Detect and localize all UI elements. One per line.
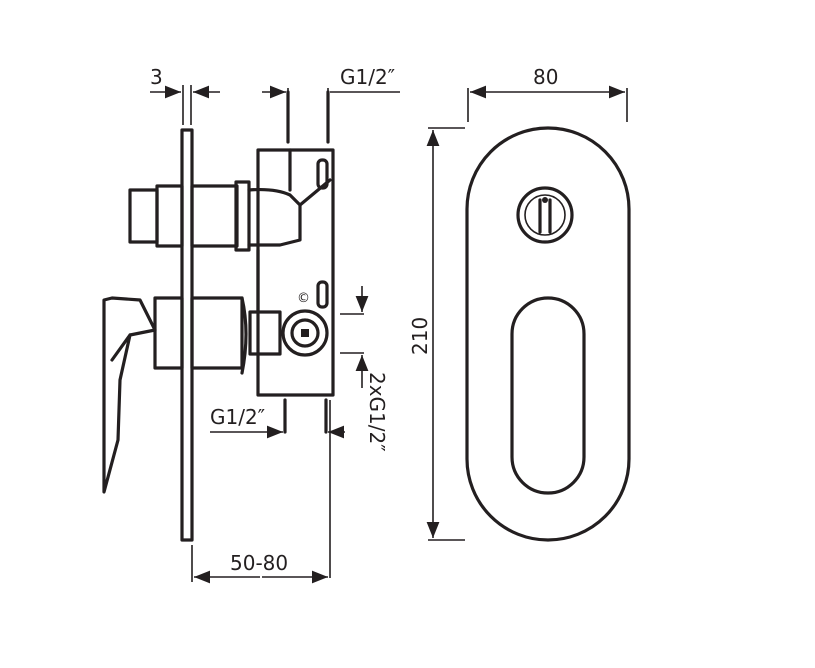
front-view <box>465 126 631 542</box>
svg-text:80: 80 <box>533 65 558 89</box>
lever-opening <box>510 296 586 495</box>
dim-plate-height: 210 <box>408 127 465 541</box>
diverter-knob-front <box>516 186 574 244</box>
svg-text:3: 3 <box>150 65 163 89</box>
cover-plate <box>465 126 631 542</box>
dim-outlets: 2xG1/2″ <box>340 286 389 452</box>
dim-installation-depth: 50-80 <box>191 545 328 584</box>
svg-text:210: 210 <box>408 317 432 355</box>
dim-plate-thickness: 3 <box>150 65 220 125</box>
dim-bottom-connection: G1/2″ <box>210 398 345 578</box>
copyright-mark: © <box>297 291 310 306</box>
dim-top-connection: G1/2″ <box>262 65 400 144</box>
outlet-fitting <box>281 309 329 357</box>
svg-text:50-80: 50-80 <box>230 551 288 575</box>
nut <box>234 180 251 252</box>
diverter-knob <box>128 188 159 244</box>
svg-text:G1/2″: G1/2″ <box>340 65 395 89</box>
side-view: © <box>102 128 335 542</box>
lever-handle <box>102 296 157 494</box>
dim-plate-width: 80 <box>467 65 628 122</box>
svg-text:G1/2″: G1/2″ <box>210 405 265 429</box>
svg-text:2xG1/2″: 2xG1/2″ <box>365 372 389 452</box>
